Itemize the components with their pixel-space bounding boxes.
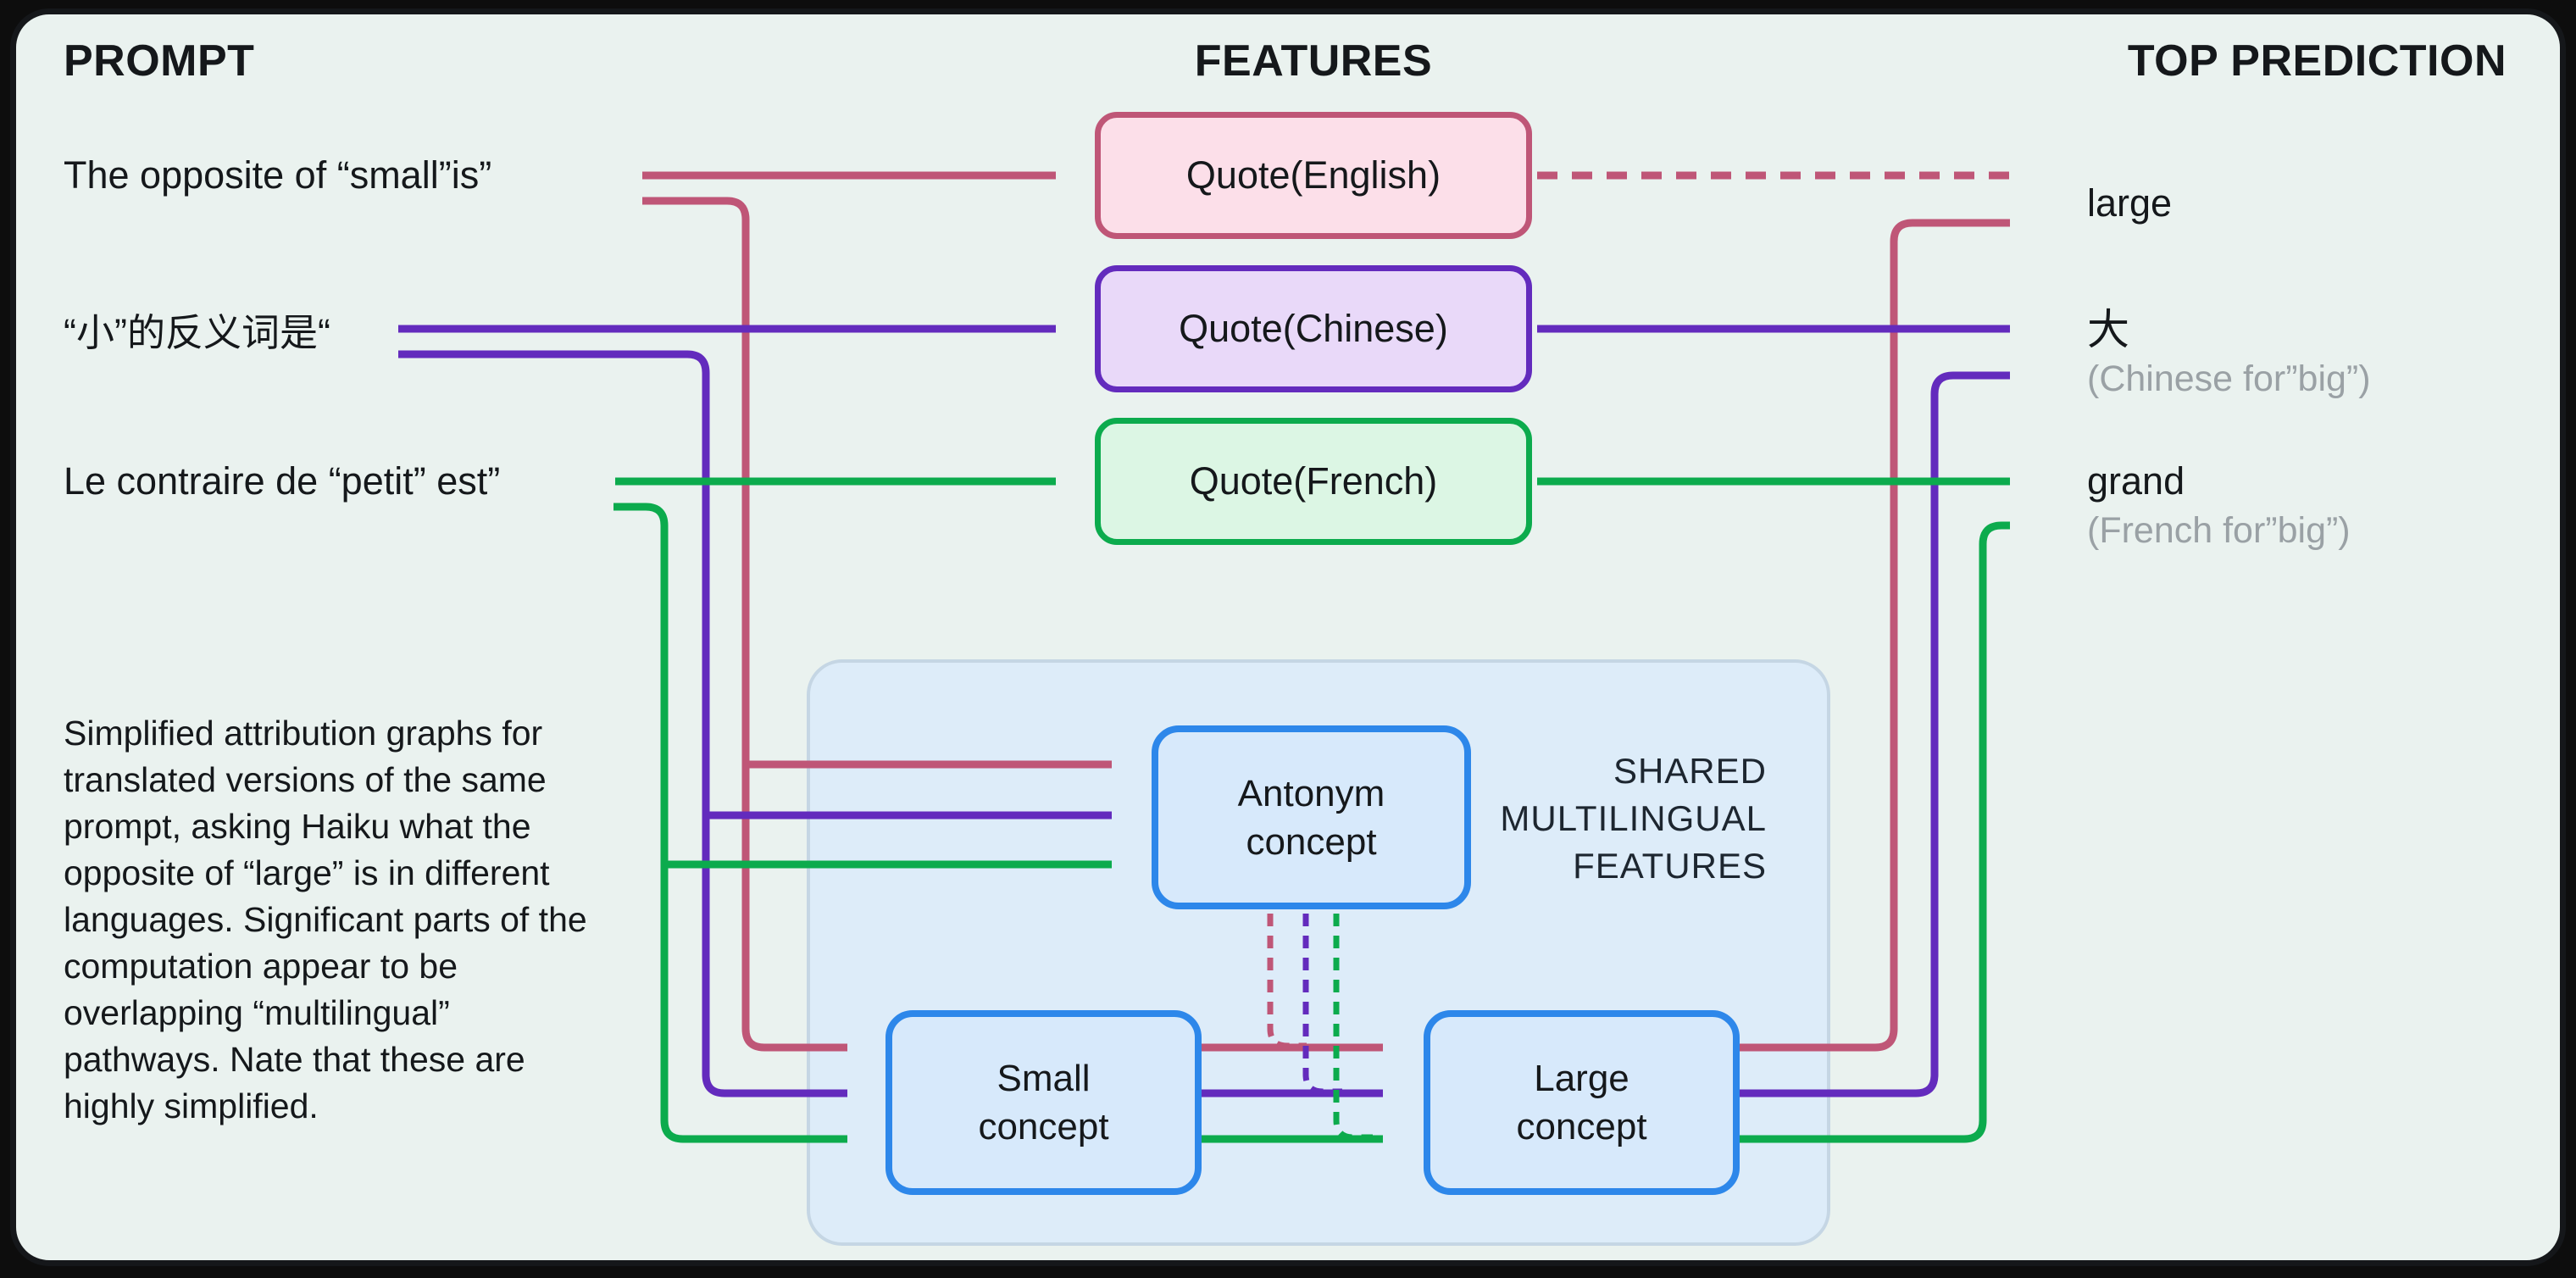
prompt-french: Le contraire de “petit” est” bbox=[64, 459, 501, 503]
prediction-da: 大 bbox=[2087, 306, 2129, 353]
prompt-chinese: “小”的反义词是“ bbox=[64, 310, 330, 354]
note-line: opposite of “large” is in different bbox=[64, 853, 550, 892]
prediction-caption-chinese: (Chinese for”big”) bbox=[2087, 358, 2371, 399]
concept-label-large: Large concept bbox=[1516, 1058, 1647, 1147]
feature-box-quote-english: Quote(English) bbox=[1095, 112, 1532, 239]
note-line: languages. Significant parts of the bbox=[64, 900, 587, 939]
note-line: overlapping “multilingual” bbox=[64, 993, 450, 1032]
prediction-large: large bbox=[2087, 181, 2173, 225]
header-prompt: PROMPT bbox=[64, 36, 255, 86]
concept-label-small: Small concept bbox=[978, 1058, 1109, 1147]
prediction-caption-french: (French for”big”) bbox=[2087, 509, 2351, 551]
feature-label-french: Quote(French) bbox=[1189, 459, 1438, 503]
feature-label-english: Quote(English) bbox=[1185, 153, 1441, 197]
feature-box-quote-french: Quote(French) bbox=[1095, 418, 1532, 545]
shared-label-line: FEATURES bbox=[1573, 846, 1767, 886]
prompt-english: The opposite of “small”is” bbox=[64, 153, 492, 197]
note-line: translated versions of the same bbox=[64, 760, 547, 799]
note-line: Simplified attribution graphs for bbox=[64, 714, 543, 753]
concept-box-antonym: Antonym concept bbox=[1152, 725, 1471, 909]
feature-box-quote-chinese: Quote(Chinese) bbox=[1095, 265, 1532, 392]
shared-label-line: MULTILINGUAL bbox=[1500, 798, 1767, 838]
header-features: FEATURES bbox=[1194, 36, 1433, 86]
note-line: computation appear to be bbox=[64, 947, 458, 986]
prediction-grand: grand bbox=[2087, 459, 2185, 503]
note-paragraph: Simplified attribution graphs for transl… bbox=[64, 710, 657, 1130]
note-line: pathways. Nate that these are bbox=[64, 1040, 525, 1079]
concept-label-antonym: Antonym concept bbox=[1237, 772, 1385, 863]
concept-box-small: Small concept bbox=[886, 1010, 1202, 1195]
header-top-prediction: TOP PREDICTION bbox=[2127, 36, 2507, 86]
feature-label-chinese: Quote(Chinese) bbox=[1179, 307, 1448, 350]
note-line: highly simplified. bbox=[64, 1086, 319, 1125]
note-line: prompt, asking Haiku what the bbox=[64, 807, 531, 846]
concept-box-large: Large concept bbox=[1424, 1010, 1740, 1195]
